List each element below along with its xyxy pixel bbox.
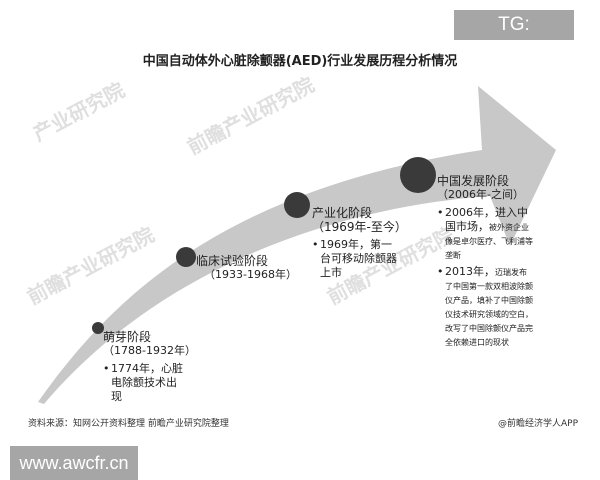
stage-period: （1788-1932年） [103, 344, 196, 357]
stage-marker-dot [92, 322, 104, 334]
stage-industrialization: 产业化阶段（1969年-至今） 1969年，第一台可移动除颤器上市 [312, 206, 407, 280]
watermark-tag: TG: MYYJJPP [454, 10, 574, 65]
stage-event: 2006年，进入中国市场，被外资企业像是卓尔医疗、飞利浦等垄断 [437, 206, 533, 262]
stage-event: 1774年，心脏电除颤技术出现 [103, 362, 186, 404]
stage-event: 1969年，第一台可移动除颤器上市 [312, 238, 398, 280]
event-detail: 迈瑞发布了中国第一款双相波除颤仪产品，填补了中国除颤仪技术研究领域的空白，改写了… [445, 268, 533, 347]
stage-clinical: 临床试验阶段 （1933-1968年） [196, 254, 306, 282]
stage-name: 萌芽阶段 [103, 330, 152, 344]
source-note: 资料来源：知网公开资料整理 前瞻产业研究院整理 [28, 419, 229, 429]
stage-name: 中国发展阶段 [437, 174, 510, 188]
event-detail: 被外资企业像是卓尔医疗、飞利浦等垄断 [445, 223, 533, 260]
event-lead: 2006年，进入中国市场， [445, 206, 528, 233]
stage-marker-dot [284, 192, 310, 218]
stage-budding: 萌芽阶段 （1788-1932年） 1774年，心脏电除颤技术出现 [103, 330, 203, 404]
stage-event: 2013年，迈瑞发布了中国第一款双相波除颤仪产品，填补了中国除颤仪技术研究领域的… [437, 265, 533, 349]
stage-name: 临床试验阶段 [196, 254, 269, 268]
stage-period: （1933-1968年） [204, 268, 297, 281]
diagram-title: 中国自动体外心脏除颤器(AED)行业发展历程分析情况 [142, 54, 458, 69]
url-tag: www.awcfr.cn [10, 446, 138, 480]
stage-china-development: 中国发展阶段 （2006年-之间） 2006年，进入中国市场，被外资企业像是卓尔… [437, 174, 533, 349]
stage-marker-dot [176, 247, 196, 267]
credit-note: @前瞻经济学人APP [497, 419, 578, 429]
event-lead: 2013年， [445, 265, 495, 278]
stage-period: （2006年-之间） [437, 188, 524, 201]
stage-name: 产业化阶段（1969年-至今） [312, 206, 407, 234]
stage-marker-dot [400, 157, 436, 193]
